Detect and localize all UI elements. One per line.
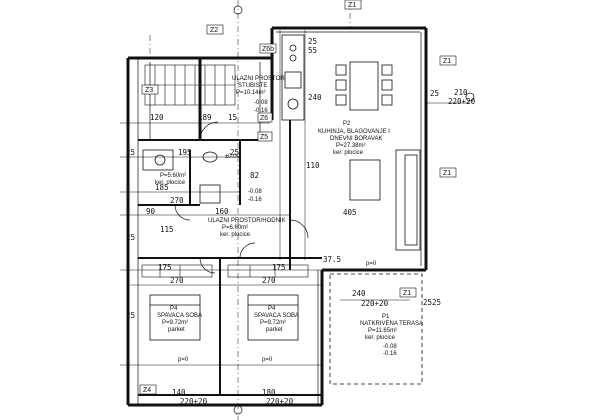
zone-z2: Z2 (210, 27, 218, 34)
zone-z1-right-upper: Z1 (443, 58, 451, 65)
dim-90: 90 (146, 207, 156, 216)
dim-220-20-a: 220+20 (448, 97, 476, 106)
hall-area: P=10.14m² (236, 90, 266, 96)
dining-table (335, 61, 393, 111)
terrace-border (329, 273, 423, 385)
zone-z1-right-lower: Z1 (443, 170, 451, 177)
bedroom-right-finish: parket (266, 327, 283, 333)
zone-z6b: Z6b (262, 46, 274, 53)
level-zero: ±0.00 (225, 154, 241, 160)
level-corridor-1: -0.08 (248, 189, 262, 195)
dim-55: 55 (308, 46, 317, 55)
dim-405: 405 (343, 208, 357, 217)
dim-120: 120 (150, 113, 164, 122)
bedroom-left-finish: parket (168, 327, 185, 333)
dim-220-20-c: 220+20 (180, 397, 208, 406)
level-terrace-2: -0.16 (383, 351, 397, 357)
corridor-area: P=6.60m² (222, 225, 248, 231)
bedroom-right-area: P=9.72m² (260, 320, 286, 326)
dimension-lines (120, 30, 470, 366)
level-p0-terrace: p=0 (366, 261, 377, 267)
corridor-finish: ker. plocice (220, 232, 251, 238)
dim-240-b: 240 (352, 289, 366, 298)
wardrobes (141, 264, 309, 278)
zone-tags (139, 0, 457, 395)
dim-185: 185 (155, 183, 169, 192)
dim-15: 15 (228, 113, 237, 122)
bedroom-left-area: P=9.72m² (162, 320, 188, 326)
terrace-finish: ker. plocice (365, 335, 396, 341)
zone-z6: Z6 (260, 115, 268, 122)
kitchen-area: P=27.38m² (336, 143, 366, 149)
kitchen-num: P2 (343, 121, 351, 127)
outer-walls (126, 26, 428, 407)
dim-270-a: 270 (170, 196, 184, 205)
axis-marker-right (465, 92, 475, 102)
dim-25-a: 25 (126, 148, 135, 157)
zone-z5: Z5 (260, 134, 268, 141)
level-corridor-2: -0.16 (248, 197, 262, 203)
bed-right (247, 294, 299, 341)
kitchen-counter (281, 34, 305, 121)
corridor-name: ULAZNI PROSTOR/HODNIK (208, 218, 286, 224)
interior-walls (138, 120, 322, 396)
sofa (349, 149, 421, 251)
dim-2525: 2525 (423, 298, 441, 307)
dim-25-e: 25 (126, 233, 135, 242)
dim-25-c: 25 (308, 37, 317, 46)
stair-label-1: ULAZNI PROSTOR (232, 76, 285, 82)
dim-25-d: 25 (430, 89, 439, 98)
dim-175-b: 175 (272, 263, 286, 272)
dim-115: 115 (160, 225, 174, 234)
level-p0-right: p=0 (262, 357, 273, 363)
dim-180: 180 (262, 388, 276, 397)
kitchen-name-1: KUHINJA, BLAGOVANJE I (318, 129, 390, 135)
dim-25-f: 25 (126, 311, 135, 320)
dim-220-20-d: 220+20 (266, 397, 294, 406)
staircase (144, 64, 236, 106)
dim-189: 189 (198, 113, 212, 122)
dim-140: 140 (172, 388, 186, 397)
dim-270-b: 270 (170, 276, 184, 285)
stair-label-2: STUBISTE (238, 83, 267, 89)
level-hall-1: -0.08 (254, 100, 268, 106)
kitchen-name-2: DNEVNI BORAVAK (330, 136, 382, 142)
dim-220-20-b: 220+20 (361, 299, 389, 308)
terrace-name: NATKRIVENA TERASA (360, 321, 423, 327)
bath-area: P=5.60m² (160, 173, 186, 179)
dim-110: 110 (306, 161, 320, 170)
axis-marker-bottom (233, 405, 243, 415)
dim-25-b: 25 (230, 148, 239, 157)
level-terrace-1: -0.08 (383, 344, 397, 350)
dim-270-c: 270 (262, 276, 276, 285)
terrace-num: P1 (382, 314, 390, 320)
zone-z1-top: Z1 (348, 2, 356, 9)
axis-marker-top (233, 5, 243, 15)
dim-240-a: 240 (308, 93, 322, 102)
dim-160: 160 (215, 207, 229, 216)
terrace-area: P=11.65m² (368, 328, 397, 334)
zone-z1-terrace: Z1 (403, 290, 411, 297)
level-hall-2: -0.16 (254, 108, 268, 114)
dim-175-a: 175 (158, 263, 172, 272)
dim-37-5: 37.5 (323, 255, 341, 264)
level-p0-left: p=0 (178, 357, 189, 363)
bedroom-right-name: SPAVACA SOBA (254, 313, 299, 319)
bedroom-right-num: P4 (268, 306, 276, 312)
dim-82: 82 (250, 171, 259, 180)
kitchen-finish: ker. plocice (333, 150, 364, 156)
bath-finish: ker. plocice (155, 180, 186, 186)
dim-210: 210 (454, 88, 468, 97)
bedroom-left-num: P4 (170, 306, 178, 312)
doors (174, 121, 309, 274)
bedroom-left-name: SPAVACA SOBA (157, 313, 202, 319)
structure-lines (137, 31, 422, 405)
zone-z4: Z4 (143, 387, 151, 394)
dim-195: 195 (178, 148, 192, 157)
zone-z3: Z3 (145, 87, 153, 94)
bed-left (149, 294, 201, 341)
